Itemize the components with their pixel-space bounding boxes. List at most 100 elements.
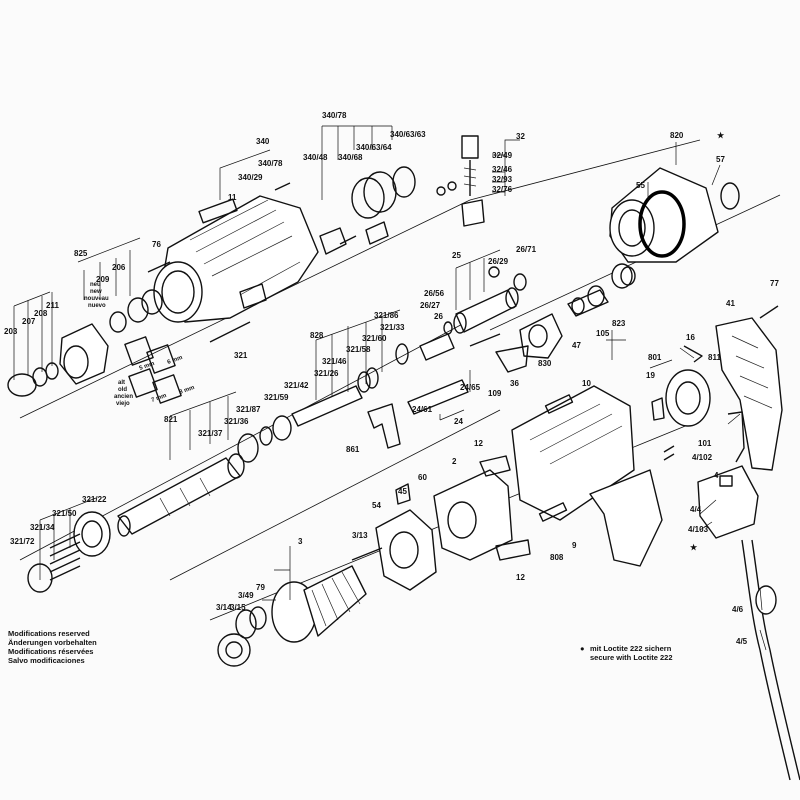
- part-label-825: 825: [74, 249, 88, 258]
- stator-2: [433, 455, 531, 561]
- part-label-57: 57: [716, 155, 725, 164]
- part-label-3: 3: [298, 537, 303, 546]
- bearing-housing-820: [609, 167, 740, 263]
- part-label-811: 811: [708, 353, 721, 362]
- part-label-821: 821: [164, 415, 178, 424]
- text-5mm: 5 mm: [139, 361, 156, 372]
- power-cable: [741, 539, 800, 781]
- part-label-823: 823: [612, 319, 626, 328]
- spring-parts-321-22: [27, 511, 111, 593]
- part-label-340-48: 340/48: [303, 153, 328, 162]
- part-label-32-76: 32/76: [492, 185, 513, 194]
- part-label-340-63-63: 340/63/63: [390, 130, 426, 139]
- part-label-321-22: 321/22: [82, 495, 107, 504]
- leader-lines: [13, 125, 767, 651]
- part-label-55: 55: [636, 181, 645, 190]
- part-label-820: 820: [670, 131, 684, 140]
- part-label-9: 9: [572, 541, 577, 550]
- part-label-24-65: 24/65: [460, 383, 481, 392]
- part-label-11: 11: [228, 193, 237, 202]
- part-label-105: 105: [596, 329, 610, 338]
- part-label-321-42: 321/42: [284, 381, 309, 390]
- switch-4: [697, 411, 759, 539]
- text-8mm: 8 mm: [179, 385, 196, 396]
- part-label-321-50: 321/50: [52, 509, 77, 518]
- part-label-26: 26: [434, 312, 443, 321]
- armature-3: [217, 547, 383, 667]
- part-label-209: 209: [96, 275, 110, 284]
- part-label-211: 211: [46, 301, 59, 310]
- part-label-321-46: 321/46: [322, 357, 347, 366]
- text-old: old: [118, 387, 127, 393]
- part-label-19: 19: [646, 371, 655, 380]
- part-label-828: 828: [310, 331, 324, 340]
- part-label-321-59: 321/59: [264, 393, 289, 402]
- small-bearing-parts: [567, 263, 636, 317]
- text-ancien: ancien: [114, 394, 133, 400]
- part-label-24: 24: [454, 417, 463, 426]
- part-label-4-6: 4/6: [732, 605, 744, 614]
- text-neu: neu: [90, 282, 101, 288]
- part-label-3-13: 3/13: [352, 531, 368, 540]
- part-label-340: 340: [256, 137, 270, 146]
- part-label-808: 808: [550, 553, 564, 562]
- wobble-bearing-830: [519, 313, 563, 359]
- part-label-340-29: 340/29: [238, 173, 263, 182]
- part-label-101: 101: [698, 439, 712, 448]
- part-label-60: 60: [418, 473, 427, 482]
- note-line-1: Modifications reserved: [8, 629, 90, 638]
- part-label-77: 77: [770, 279, 779, 288]
- part-label-340-78a: 340/78: [322, 111, 347, 120]
- parts-32: [436, 135, 485, 227]
- part-label-4-5: 4/5: [736, 637, 748, 646]
- part-label-203: 203: [4, 327, 18, 336]
- loctite-line-2: secure with Loctite 222: [590, 653, 673, 662]
- handle-41: [683, 317, 783, 471]
- loctite-marker: ●: [580, 644, 585, 653]
- text-6mm: 6 mm: [167, 355, 184, 366]
- text-new: new: [90, 289, 102, 295]
- text-viejo: viejo: [116, 401, 130, 407]
- part-label-321-60: 321/60: [362, 334, 387, 343]
- note-line-4: Salvo modificaciones: [8, 656, 85, 665]
- part-label-321-87: 321/87: [236, 405, 261, 414]
- part-label-26-71: 26/71: [516, 245, 537, 254]
- part-label-207: 207: [22, 317, 36, 326]
- part-label-340-63-64: 340/63/64: [356, 143, 392, 152]
- text-alt: alt: [118, 380, 125, 386]
- part-label-321-26: 321/26: [314, 369, 339, 378]
- part-label-340-68: 340/68: [338, 153, 363, 162]
- nose-assembly-825: [7, 289, 182, 404]
- part-label-321: 321: [234, 351, 248, 360]
- note-line-2: Änderungen vorbehalten: [8, 638, 97, 647]
- piston-assembly-26: [443, 266, 527, 335]
- part-label-3-14: 3/14: [216, 603, 232, 612]
- fan-baffle-54: [375, 483, 437, 591]
- note-line-3: Modifications réservées: [8, 647, 93, 656]
- hammer-tube-parts-321: [237, 333, 455, 463]
- insert-size-notes: neu new nouveau nuevo alt old ancien vie…: [84, 282, 195, 407]
- brush-holder-801: [651, 369, 711, 461]
- part-label-321-72: 321/72: [10, 537, 35, 546]
- part-label-32-93: 32/93: [492, 175, 513, 184]
- part-label-321-37: 321/37: [198, 429, 223, 438]
- part-label-4-102: 4/102: [692, 453, 713, 462]
- part-label-76: 76: [152, 240, 161, 249]
- loctite-line-1: mit Loctite 222 sichern: [590, 644, 672, 653]
- text-7mm: 7 mm: [151, 393, 168, 404]
- screws: [147, 182, 779, 343]
- star-markers: ★ ★: [690, 131, 725, 552]
- loctite-note: ● mit Loctite 222 sichern secure with Lo…: [580, 644, 673, 662]
- part-label-26-56: 26/56: [424, 289, 445, 298]
- part-label-340-78b: 340/78: [258, 159, 283, 168]
- part-label-26-29: 26/29: [488, 257, 509, 266]
- intermediate-shaft-24: [367, 333, 529, 449]
- part-label-208: 208: [34, 309, 48, 318]
- part-label-25: 25: [452, 251, 461, 260]
- hammer-tube-821: [117, 453, 245, 537]
- part-label-36: 36: [510, 379, 519, 388]
- part-label-41: 41: [726, 299, 735, 308]
- text-nuevo: nuevo: [88, 303, 106, 309]
- part-label-861: 861: [346, 445, 360, 454]
